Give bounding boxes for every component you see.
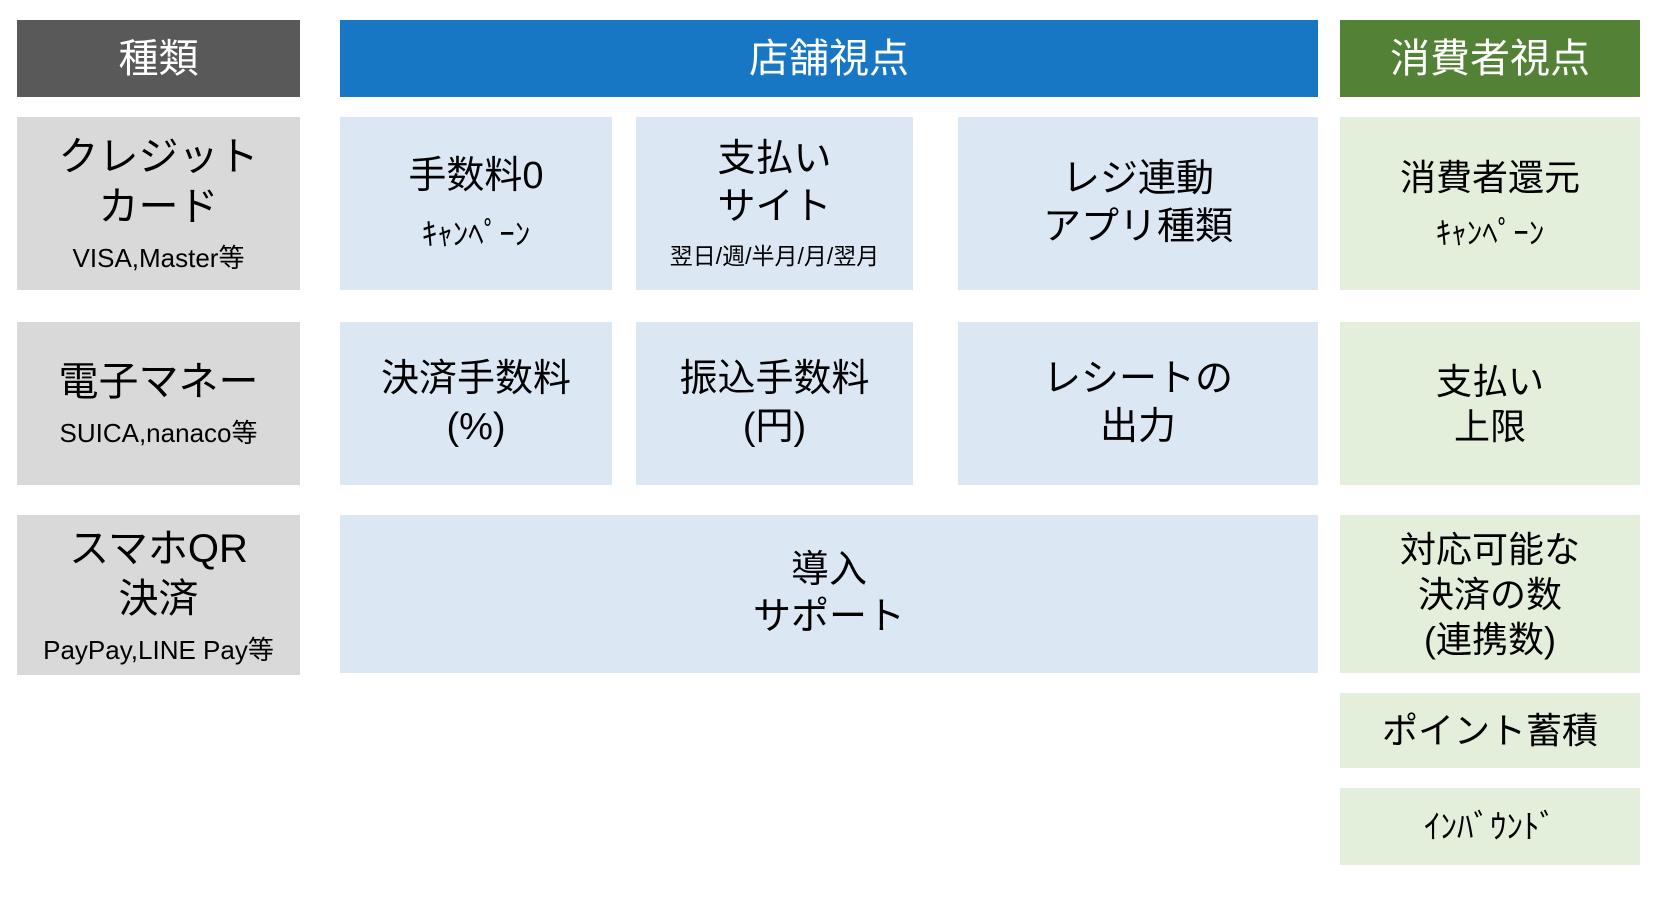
consumer-refund-title: 消費者還元 xyxy=(1399,156,1580,198)
introduction-support-title: 導入 サポート xyxy=(752,548,905,639)
kind-e-money-title: 電子マネー xyxy=(58,360,259,404)
kind-credit-card-title: クレジット カード xyxy=(58,135,259,229)
consumer-refund-campaign-sub: ｷｬﾝﾍﾟｰﾝ xyxy=(1435,215,1545,251)
kind-smartphone-qr-title: スマホQR 決済 xyxy=(69,526,248,621)
payment-cycle-title: 支払い サイト xyxy=(717,138,832,228)
consumer-cell-inbound: ｲﾝﾊﾞｳﾝﾄﾞ xyxy=(1340,788,1640,865)
header-kind: 種類 xyxy=(17,20,300,97)
consumer-cell-payment-limit: 支払い 上限 xyxy=(1340,322,1640,485)
store-cell-receipt-output: レシートの 出力 xyxy=(958,322,1318,485)
settlement-fee-title: 決済手数料 (%) xyxy=(380,358,571,448)
kind-cell-e-money: 電子マネー SUICA,nanaco等 xyxy=(17,322,300,485)
point-accumulation-title: ポイント蓄積 xyxy=(1381,710,1598,751)
kind-e-money-sub: SUICA,nanaco等 xyxy=(59,418,258,448)
transfer-fee-title: 振込手数料 (円) xyxy=(679,358,870,448)
consumer-cell-consumer-refund-campaign: 消費者還元 ｷｬﾝﾍﾟｰﾝ xyxy=(1340,117,1640,290)
payment-cycle-sub: 翌日/週/半月/月/翌月 xyxy=(669,243,880,269)
payment-limit-title: 支払い 上限 xyxy=(1435,360,1544,447)
kind-cell-credit-card: クレジット カード VISA,Master等 xyxy=(17,117,300,290)
kind-cell-smartphone-qr: スマホQR 決済 PayPay,LINE Pay等 xyxy=(17,515,300,675)
register-app-types-title: レジ連動 アプリ種類 xyxy=(1042,158,1233,248)
inbound-title: ｲﾝﾊﾞｳﾝﾄﾞ xyxy=(1424,807,1556,845)
receipt-output-title: レシートの 出力 xyxy=(1042,358,1233,448)
store-cell-payment-cycle: 支払い サイト 翌日/週/半月/月/翌月 xyxy=(636,117,913,290)
store-cell-introduction-support: 導入 サポート xyxy=(340,515,1318,673)
store-cell-fee-zero-campaign: 手数料0 ｷｬﾝﾍﾟｰﾝ xyxy=(340,117,612,290)
store-cell-register-app-types: レジ連動 アプリ種類 xyxy=(958,117,1318,290)
store-cell-settlement-fee-percent: 決済手数料 (%) xyxy=(340,322,612,485)
header-store-perspective: 店舗視点 xyxy=(340,20,1318,97)
kind-smartphone-qr-sub: PayPay,LINE Pay等 xyxy=(43,634,274,665)
header-consumer-perspective: 消費者視点 xyxy=(1340,20,1640,97)
fee-zero-title: 手数料0 xyxy=(408,155,544,198)
kind-credit-card-sub: VISA,Master等 xyxy=(72,243,245,273)
supported-payments-count-title: 対応可能な 決済の数 (連携数) xyxy=(1399,528,1580,660)
fee-zero-campaign-sub: ｷｬﾝﾍﾟｰﾝ xyxy=(421,216,531,252)
consumer-cell-point-accumulation: ポイント蓄積 xyxy=(1340,693,1640,768)
store-cell-transfer-fee-yen: 振込手数料 (円) xyxy=(636,322,913,485)
consumer-cell-supported-payments-count: 対応可能な 決済の数 (連携数) xyxy=(1340,515,1640,673)
